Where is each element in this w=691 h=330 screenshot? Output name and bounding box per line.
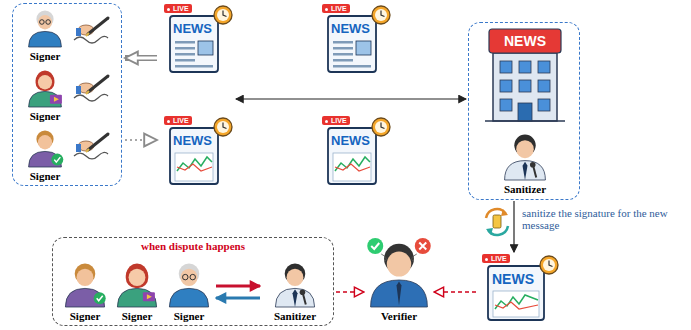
sanitize-icon [486,209,508,235]
news-icon: LIVE NEWS [160,4,234,76]
role-label: Signer [165,310,213,322]
connector-arrow [216,297,260,300]
live-badge: LIVE [164,4,192,13]
connector-arrow [513,201,514,252]
role-label: Signer [61,310,109,322]
news-masthead: NEWS [492,271,534,287]
edge-label: sanitize the signature for the new messa… [522,207,684,231]
news-icon [478,254,560,324]
news-masthead: NEWS [173,21,212,36]
building-sign: NEWS [483,33,567,49]
connector-arrow [125,55,157,61]
news-icon [318,116,392,188]
signer-figure: Signer [113,258,161,322]
news-icon: LIVE NEWS [160,116,234,188]
live-badge: LIVE [322,4,350,13]
signer-figure: Signer [19,66,71,122]
role-label: Signer [19,170,71,182]
connector-arrow [216,285,260,288]
verifier-figure: Verifier [366,236,432,322]
role-label: Verifier [366,310,432,322]
live-badge: LIVE [482,254,510,263]
dispute-group: when dispute happensSigner Signer Signer Sa… [52,237,334,326]
live-badge: LIVE [322,116,350,125]
person-icon [366,236,432,322]
connector-arrow [236,98,466,99]
news-masthead: NEWS [331,133,370,148]
news-icon: LIVE NEWS [318,116,392,188]
pen-hand-icon [74,134,108,159]
news-icon [160,4,234,76]
sanitizer-figure: Sanitizer [263,258,327,322]
arrow-inner [131,57,157,60]
connector-arrow [434,291,476,293]
sanitizer-figure: Sanitizer [491,129,559,195]
live-badge: LIVE [164,116,192,125]
role-label: Signer [19,110,71,122]
news-icon [318,4,392,76]
pen-hand-icon [74,76,108,101]
signer-figure: Signer [19,6,71,62]
connector-arrow [125,139,157,141]
signer-figure: Signer [19,126,71,182]
role-label: Sanitizer [491,183,559,195]
news-masthead: NEWS [331,21,370,36]
role-label: Signer [19,50,71,62]
signer-figure: Signer [165,258,213,322]
group-title: when dispute happens [53,240,333,252]
role-label: Signer [113,310,161,322]
pen-hand-icon [74,18,108,43]
news-icon [160,116,234,188]
connector-arrow [336,291,364,293]
newspaper-icon: LIVE NEWS [478,254,560,324]
role-label: Sanitizer [263,310,327,322]
news-masthead: NEWS [173,133,212,148]
signer-figure: Signer [61,258,109,322]
news-icon: LIVE NEWS [318,4,392,76]
sanitizer-group: NEWS Sanitizer [468,22,580,200]
news-building: NEWS [483,27,567,125]
signer-group: SignerSignerSigner [12,3,122,186]
